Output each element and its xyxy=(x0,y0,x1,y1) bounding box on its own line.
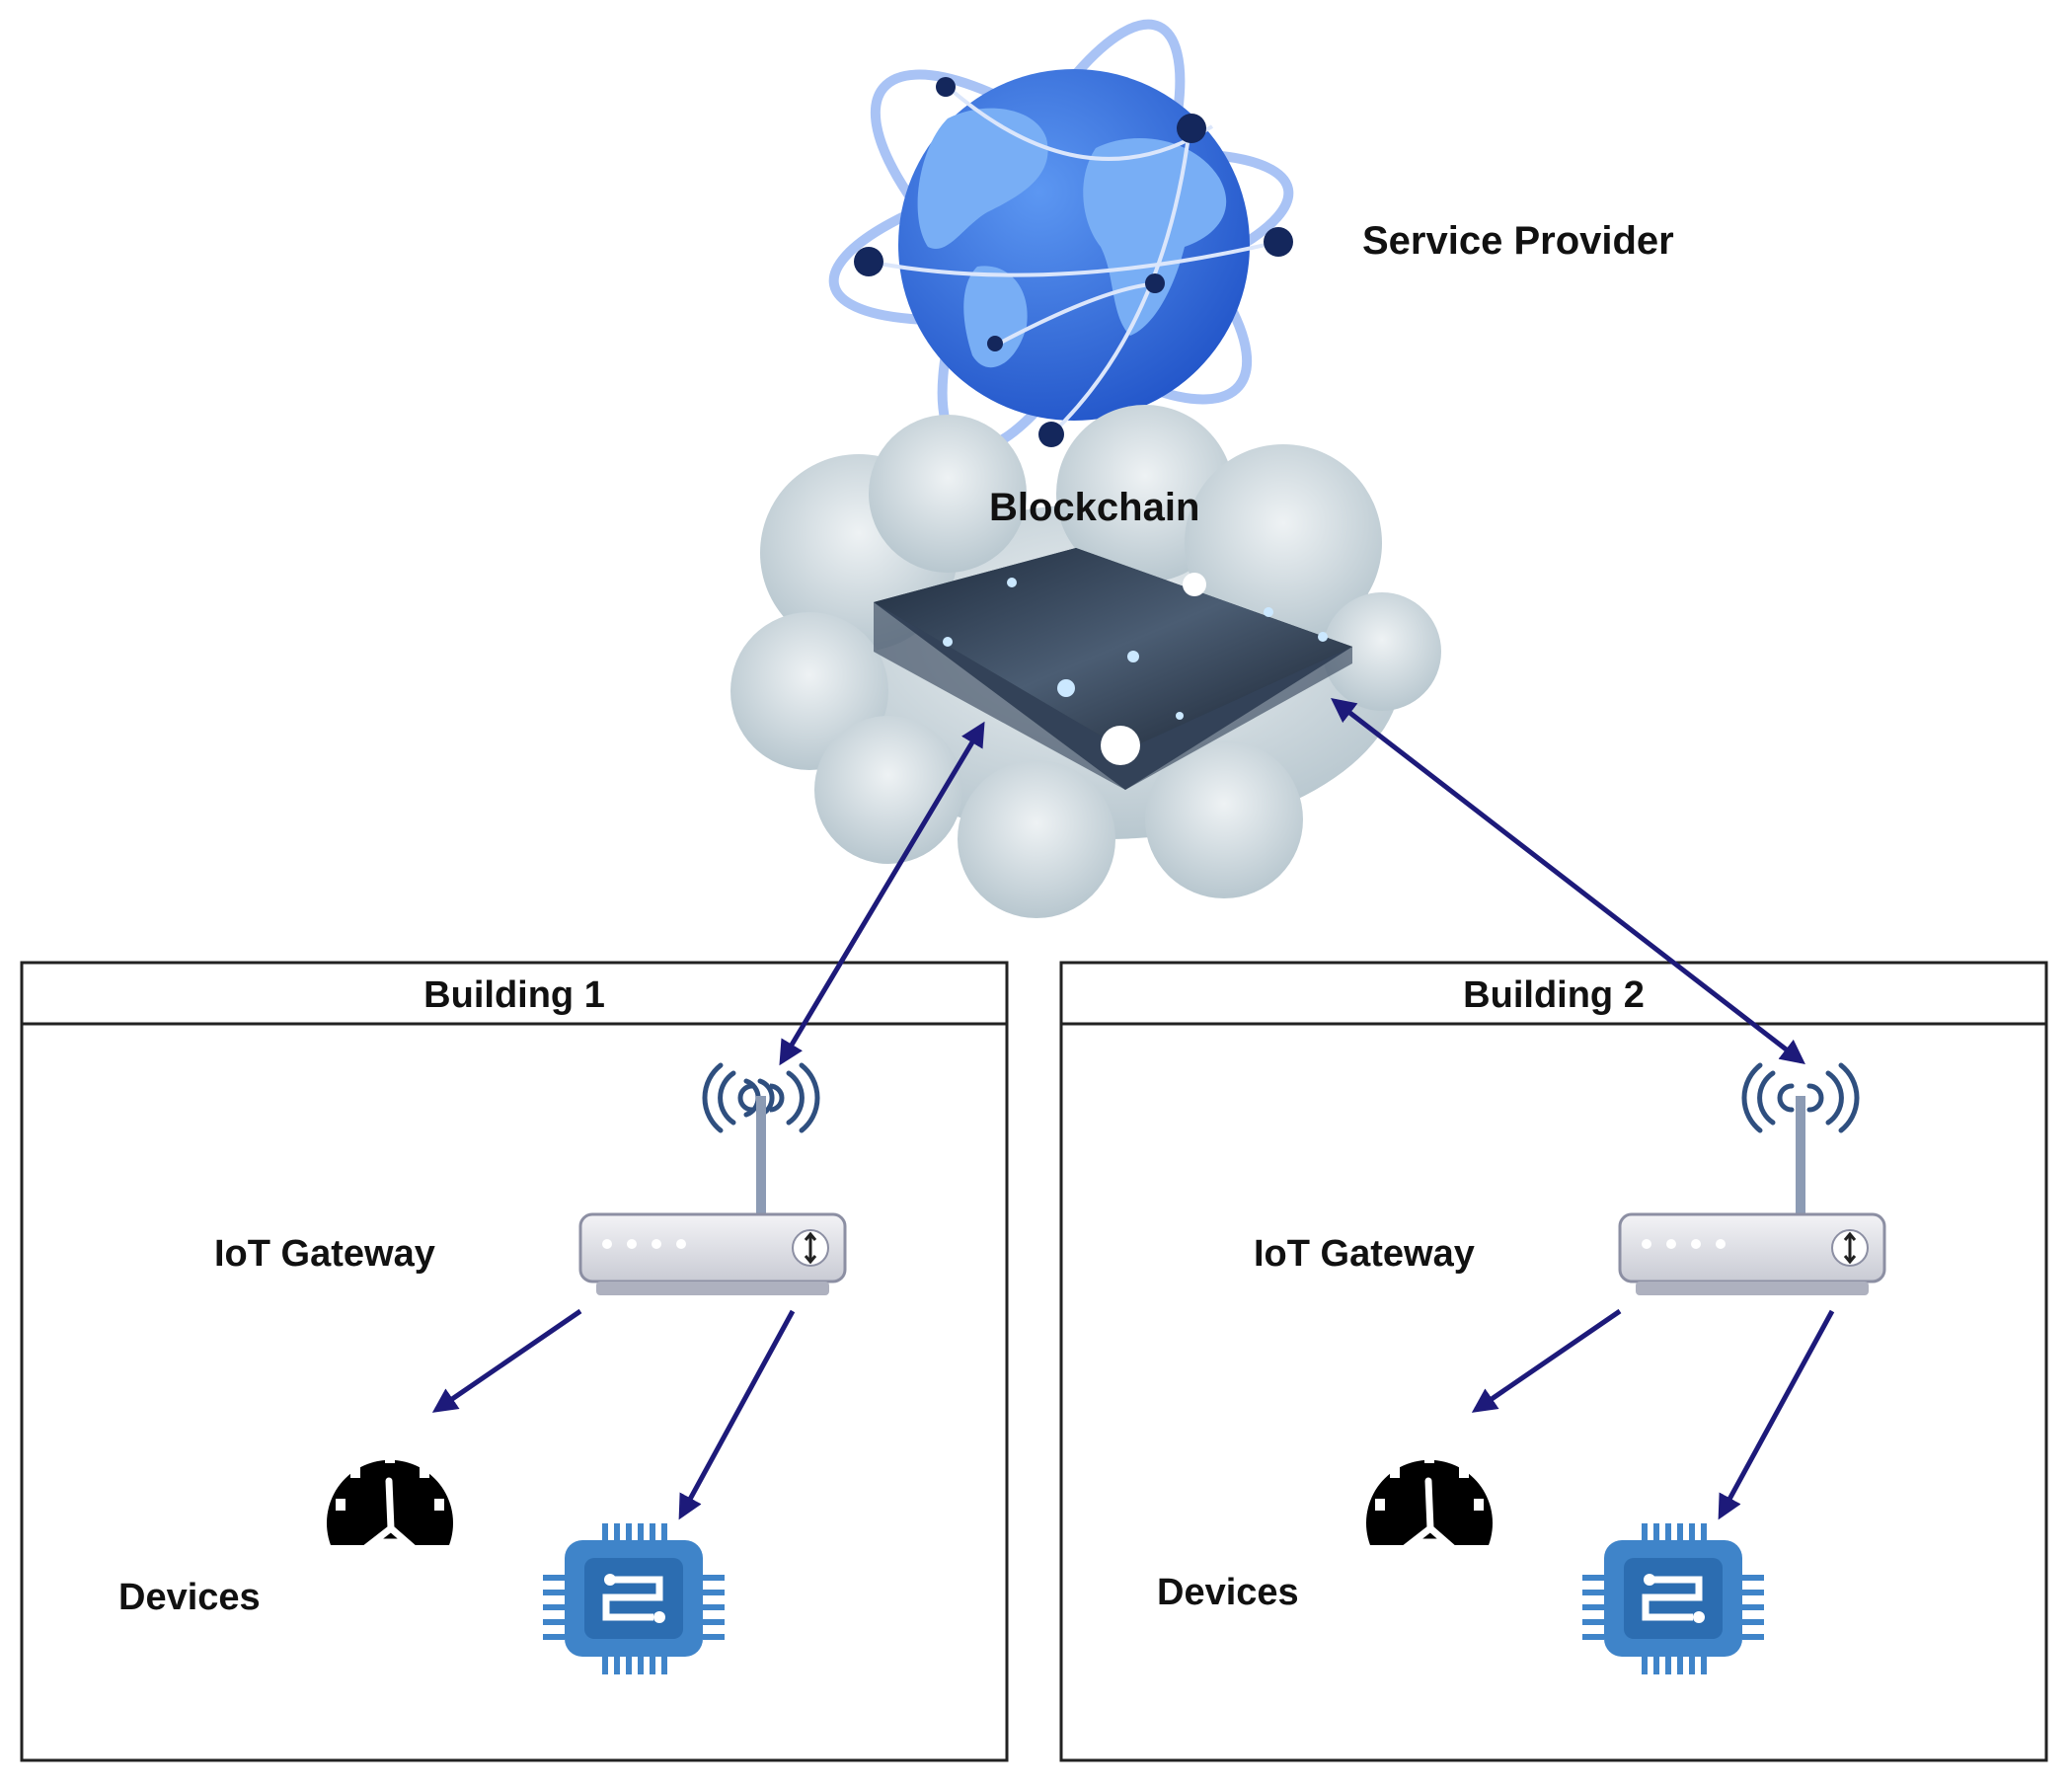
devices-2-label: Devices xyxy=(1157,1572,1299,1613)
building-2-container: Building 2 IoT Gateway xyxy=(1059,961,2048,1762)
gauge-device-icon xyxy=(1366,1451,1493,1546)
blockchain-label: Blockchain xyxy=(989,486,1199,529)
building-1-container: Building 1 IoT Gateway xyxy=(20,961,1009,1762)
devices-1-label: Devices xyxy=(118,1577,261,1618)
blockchain-gateway-2-arrow xyxy=(1331,697,1805,1065)
iot-gateway-router-icon xyxy=(578,1062,847,1295)
globe-network-icon xyxy=(828,19,1294,455)
gateway-2-label: IoT Gateway xyxy=(1254,1233,1475,1275)
building-1-title: Building 1 xyxy=(423,974,605,1016)
microchip-device-icon xyxy=(1582,1523,1764,1674)
gauge-device-icon xyxy=(327,1451,453,1546)
gateway-2-to-gauge-arrow xyxy=(1471,1308,1622,1413)
gateway-2-to-chip-arrow xyxy=(1718,1309,1835,1520)
microchip-device-icon xyxy=(543,1523,725,1674)
blockchain-gateway-1-arrow xyxy=(779,721,985,1066)
service-provider-label: Service Provider xyxy=(1362,219,1674,263)
gateway-1-to-gauge-arrow xyxy=(431,1308,582,1413)
building-2-title: Building 2 xyxy=(1463,974,1645,1016)
blockchain-cloud-server-icon xyxy=(730,405,1441,918)
iot-gateway-router-icon xyxy=(1618,1062,1886,1295)
gateway-1-to-chip-arrow xyxy=(678,1309,796,1520)
gateway-1-label: IoT Gateway xyxy=(214,1233,435,1275)
